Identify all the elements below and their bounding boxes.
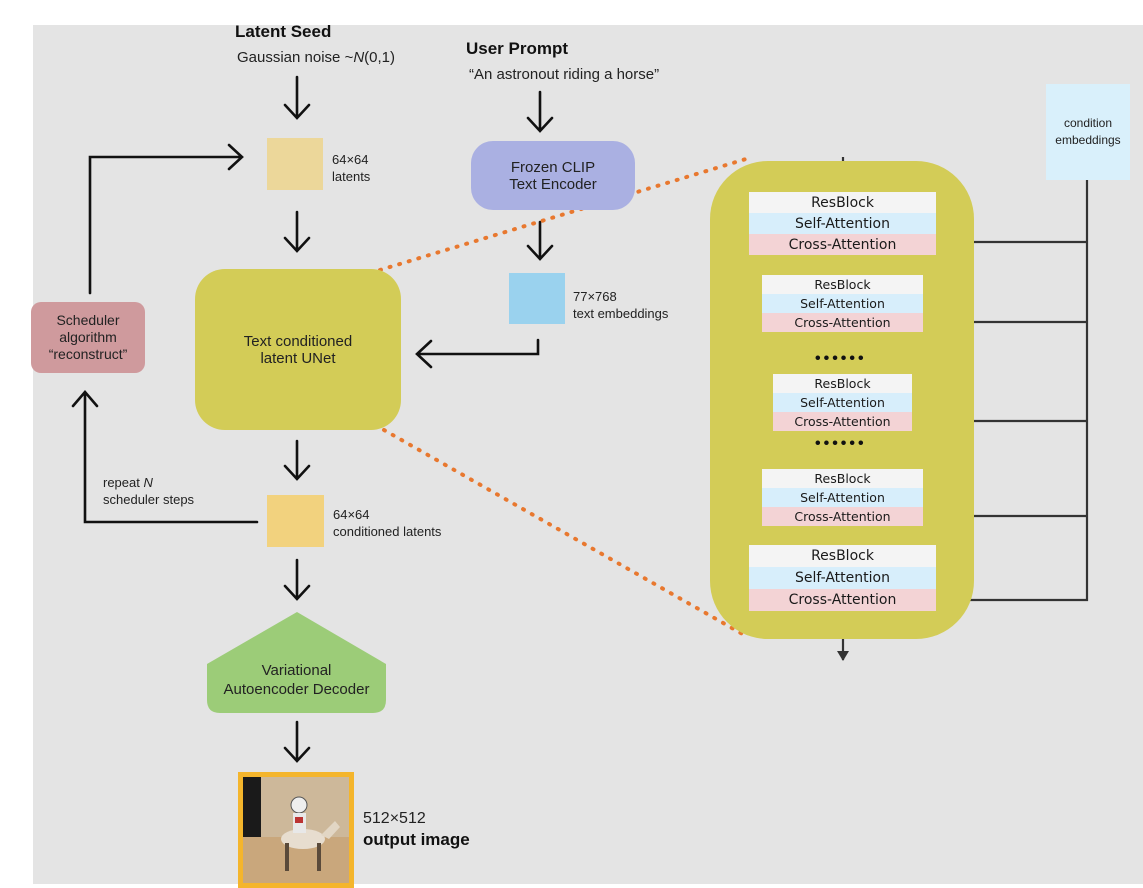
condition-embeddings: condition embeddings: [1046, 84, 1130, 180]
unet-block-2: ResBlock Self-Attention Cross-Attention: [762, 275, 923, 332]
resblock-1: ResBlock: [749, 192, 936, 213]
embeddings-name: text embeddings: [573, 306, 669, 321]
cross-attention-5: Cross-Attention: [749, 589, 936, 611]
repeat-label: repeat N scheduler steps: [103, 474, 194, 508]
clip-line-2: Text Encoder: [509, 175, 597, 193]
self-attention-3: Self-Attention: [773, 393, 912, 412]
vae-decoder-label: Variational Autoencoder Decoder: [207, 655, 386, 705]
output-image: [238, 772, 354, 888]
cross-attention-1: Cross-Attention: [749, 234, 936, 255]
latents-name: latents: [332, 169, 371, 184]
scheduler-line-2: algorithm: [59, 329, 117, 345]
arrow-clip-to-embeddings: [526, 220, 554, 261]
ellipsis-1: ••••••: [815, 350, 867, 367]
resblock-4: ResBlock: [762, 469, 923, 488]
resblock-2: ResBlock: [762, 275, 923, 294]
arrow-seed-to-latents: [283, 75, 311, 120]
arrow-latents-to-unet: [283, 210, 311, 253]
repeat-steps: scheduler steps: [103, 492, 195, 507]
unet-block-3: ResBlock Self-Attention Cross-Attention: [773, 374, 912, 431]
self-attention-5: Self-Attention: [749, 567, 936, 589]
embeddings-size: 77×768: [573, 289, 617, 304]
output-size: 512×512: [363, 810, 426, 827]
scheduler-algorithm: Scheduler algorithm “reconstruct”: [31, 302, 145, 373]
noise-text: Gaussian noise ~: [237, 49, 354, 66]
astronaut-horse-picture: [243, 777, 349, 883]
clip-line-1: Frozen CLIP: [510, 158, 596, 176]
arrow-embeddings-to-unet: [415, 338, 540, 369]
arrow-cond-latents-to-scheduler: [71, 390, 259, 524]
scheduler-line-1: Scheduler: [56, 312, 120, 328]
zoom-lines: [378, 157, 748, 638]
flow-arrows: [71, 75, 554, 763]
text-embeddings-square: [509, 273, 565, 324]
latents-square: [267, 138, 323, 190]
latents-label: 64×64 latents: [332, 151, 370, 185]
conditioned-latents-label: 64×64 conditioned latents: [333, 506, 441, 540]
user-prompt-text: “An astronout riding a horse”: [469, 66, 660, 83]
scheduler-line-3: “reconstruct”: [48, 346, 128, 362]
unet-block-4: ResBlock Self-Attention Cross-Attention: [762, 469, 923, 526]
arrow-vae-to-output: [283, 720, 311, 763]
unet-block-1: ResBlock Self-Attention Cross-Attention: [749, 192, 936, 255]
unet-line-1: Text conditioned: [243, 332, 353, 350]
cross-attention-4: Cross-Attention: [762, 507, 923, 526]
arrow-prompt-to-clip: [526, 90, 554, 133]
self-attention-4: Self-Attention: [762, 488, 923, 507]
arrow-scheduler-to-latents: [88, 143, 244, 295]
arrow-unet-to-cond-latents: [283, 439, 311, 481]
condition-line-1: condition: [1063, 116, 1113, 130]
output-label: output image: [363, 830, 470, 849]
self-attention-1: Self-Attention: [749, 213, 936, 234]
cross-attention-2: Cross-Attention: [762, 313, 923, 332]
self-attention-2: Self-Attention: [762, 294, 923, 313]
cond-latents-name: conditioned latents: [333, 524, 442, 539]
text-embeddings-label: 77×768 text embeddings: [573, 288, 668, 322]
user-prompt-title: User Prompt: [466, 39, 569, 58]
noise-n: N: [353, 49, 365, 66]
arrow-cond-latents-to-vae: [283, 558, 311, 601]
latents-size: 64×64: [332, 152, 369, 167]
conditioned-latents-square: [267, 495, 324, 547]
vae-line-2: Autoencoder Decoder: [223, 681, 370, 698]
unet-block-5: ResBlock Self-Attention Cross-Attention: [749, 545, 936, 611]
condition-line-2: embeddings: [1055, 133, 1121, 147]
cross-attention-3: Cross-Attention: [773, 412, 912, 431]
condition-bus: [918, 180, 1089, 606]
repeat-n: N: [143, 475, 153, 490]
resblock-3: ResBlock: [773, 374, 912, 393]
latent-unet: Text conditioned latent UNet: [195, 269, 401, 430]
vae-decoder-shape: [207, 612, 386, 713]
noise-params: (0,1): [364, 49, 396, 66]
unet-line-2: latent UNet: [260, 349, 336, 367]
resblock-5: ResBlock: [749, 545, 936, 567]
repeat-prefix: repeat: [103, 475, 144, 490]
latent-seed-title: Latent Seed: [235, 22, 332, 41]
ellipsis-2: ••••••: [815, 435, 867, 452]
clip-encoder: Frozen CLIP Text Encoder: [471, 141, 635, 210]
vae-line-1: Variational: [261, 662, 332, 679]
latent-seed-subtitle: Gaussian noise ~N(0,1): [237, 49, 395, 66]
cond-latents-size: 64×64: [333, 507, 370, 522]
